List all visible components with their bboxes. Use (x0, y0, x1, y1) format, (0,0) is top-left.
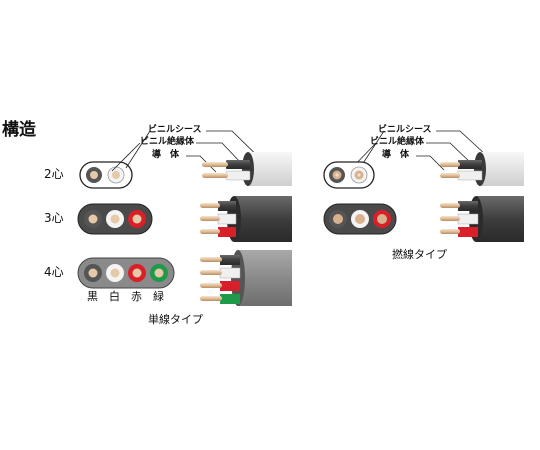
core-color-green: 緑 (153, 290, 164, 303)
label-sheath-right: ビニルシース (378, 125, 432, 135)
caption-stranded-type: 撚線タイプ (392, 248, 447, 261)
label-sheath-left: ビニルシース (148, 125, 202, 135)
core-color-white: 白 (109, 290, 120, 303)
end-view-3core (77, 203, 153, 235)
side-view-stranded-2core (440, 152, 524, 186)
caption-solid-type: 単線タイプ (148, 313, 203, 326)
end-view-4core (77, 257, 175, 289)
label-insulation-right: ビニル絶縁体 (370, 137, 425, 147)
side-view-4core (200, 250, 292, 306)
row-label-4core: 4心 (44, 265, 64, 279)
side-view-stranded-3core (440, 196, 524, 242)
end-view-stranded-3core (323, 203, 397, 235)
label-insulation-left: ビニル絶縁体 (140, 137, 195, 147)
core-color-black: 黒 (87, 290, 98, 303)
side-view-3core (200, 196, 292, 242)
row-label-2core: 2心 (44, 167, 64, 181)
end-view-stranded-2core (323, 161, 375, 189)
core-color-red: 赤 (131, 290, 142, 303)
row-label-3core: 3心 (44, 211, 64, 225)
label-conductor-right: 導 体 (382, 150, 410, 160)
label-conductor-left: 導 体 (152, 150, 180, 160)
page-heading: 構造 (2, 120, 36, 140)
end-view-2core (79, 161, 133, 189)
side-view-2core (202, 152, 292, 186)
